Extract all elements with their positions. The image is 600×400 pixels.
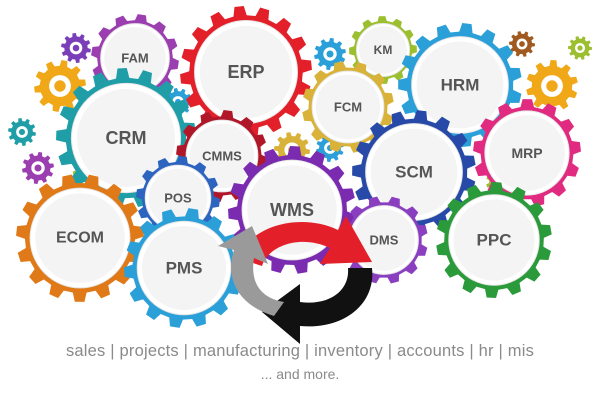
gear-pms-label: PMS <box>166 259 203 278</box>
gear-ecom-label: ECOM <box>56 230 104 247</box>
gear-pms-icon: PMS <box>124 208 244 328</box>
decorative-gear-icon <box>314 38 346 70</box>
gear-scm-label: SCM <box>395 163 433 182</box>
decorative-gear-icon <box>34 60 86 112</box>
gear-mrp-label: MRP <box>511 145 542 161</box>
decorative-gear-icon <box>61 33 91 63</box>
decorative-gear-icon <box>568 36 592 60</box>
and-more-caption: ... and more. <box>260 366 340 382</box>
modules-caption: sales | projects | manufacturing | inven… <box>65 342 535 360</box>
gear-wms-label: WMS <box>270 200 314 220</box>
module-gears: FAM ERP KM HRM FCM CRM CMMS MRP SCM POS WMS ECOM PMS… <box>16 6 581 328</box>
gear-ppc-icon: PPC <box>436 182 552 298</box>
gear-fam-label: FAM <box>121 51 148 66</box>
gear-ecom-icon: ECOM <box>16 174 144 302</box>
decorative-gear-icon <box>22 152 54 184</box>
gear-hrm-icon: HRM <box>398 23 522 147</box>
gear-km-label: KM <box>374 43 393 57</box>
gear-erp-icon: ERP <box>180 6 312 138</box>
gear-ppc-label: PPC <box>477 231 512 250</box>
decorative-gear-icon <box>509 31 535 57</box>
gear-crm-label: CRM <box>106 128 147 148</box>
cycle-arrows-icon <box>218 216 373 344</box>
gear-hrm-label: HRM <box>441 76 480 95</box>
gear-mrp-icon: MRP <box>473 99 581 207</box>
gear-scm-icon: SCM <box>352 110 476 234</box>
decorative-gear-icon <box>8 118 36 146</box>
gear-erp-label: ERP <box>227 62 264 82</box>
gear-pos-label: POS <box>164 191 192 206</box>
gear-cmms-label: CMMS <box>202 149 242 164</box>
gear-dms-label: DMS <box>370 233 399 248</box>
decorative-gear-icon <box>526 60 578 112</box>
gear-fcm-label: FCM <box>334 100 362 115</box>
